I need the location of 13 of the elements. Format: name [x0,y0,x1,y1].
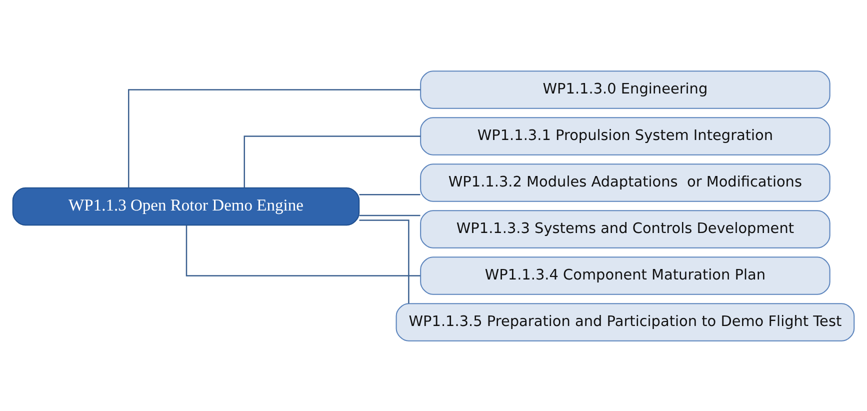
node-box: WP1.1.3.0 Engineering [420,70,830,108]
connector [359,219,410,304]
node-box: WP1.1.3.3 Systems and Controls Development [420,210,830,248]
node-box: WP1.1.3.2 Modules Adaptations or Modifications [420,163,830,202]
node-box: WP1.1.3.5 Preparation and Participation to Demo Flight Test [396,302,855,341]
connector [244,135,421,188]
node-box: WP1.1.3.1 Propulsion System Integration [420,116,830,155]
connector [359,194,420,195]
connector [186,224,420,276]
node-box: WP1.1.3 Open Rotor Demo Engine [12,186,360,226]
node-box: WP1.1.3.4 Component Maturation Plan [420,256,830,294]
connector [128,88,420,188]
connector [359,214,420,216]
